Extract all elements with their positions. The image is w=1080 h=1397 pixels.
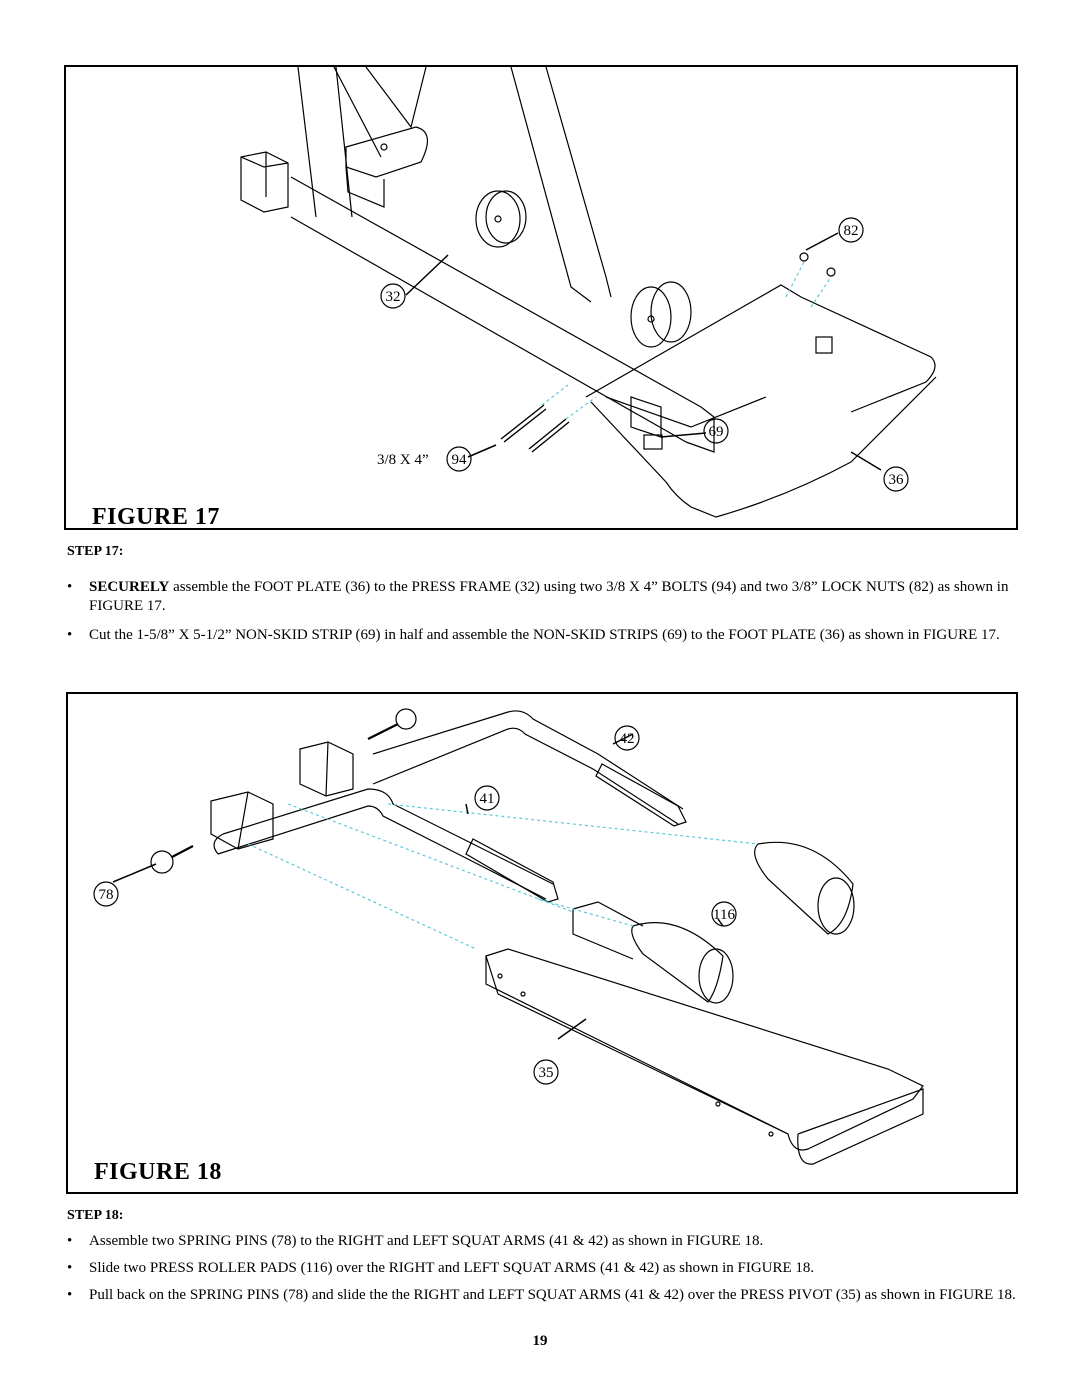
callout-69: 69	[709, 424, 724, 440]
bullet-glyph: •	[67, 1233, 73, 1249]
step-18-bullet-list: • Assemble two SPRING PINS (78) to the R…	[67, 1232, 1022, 1315]
callout-32: 32	[386, 289, 401, 305]
callout-94: 94	[452, 452, 468, 468]
step-17-bullet-1: • SECURELY assemble the FOOT PLATE (36) …	[67, 578, 1022, 616]
figure-18-caption: FIGURE 18	[94, 1159, 222, 1185]
callout-36: 36	[889, 472, 905, 488]
step-17-heading: STEP 17:	[67, 544, 124, 559]
bullet-glyph: •	[67, 1260, 73, 1276]
callout-42: 42	[620, 731, 635, 747]
step-18-heading: STEP 18:	[67, 1208, 124, 1223]
figure-17-box: 82 32 69 94 36 3/8 X 4” FIGURE 17	[64, 65, 1018, 530]
bullet-text: Pull back on the SPRING PINS (78) and sl…	[89, 1287, 1016, 1303]
figure-18-drawing	[93, 708, 924, 1165]
bullet-text: assemble the FOOT PLATE (36) to the PRES…	[89, 579, 1009, 614]
page-number: 19	[532, 1333, 548, 1349]
emphasis-text: SECURELY	[89, 579, 170, 595]
figure-17-caption: FIGURE 17	[92, 504, 220, 530]
callout-78: 78	[99, 887, 114, 903]
bolt-size-label: 3/8 X 4”	[377, 452, 429, 468]
bullet-text: Assemble two SPRING PINS (78) to the RIG…	[89, 1233, 764, 1249]
figure-17-callout-labels: 82 32 69 94 36 3/8 X 4”	[377, 223, 905, 488]
step-18-bullet-1: • Assemble two SPRING PINS (78) to the R…	[67, 1232, 1022, 1251]
callout-41: 41	[480, 791, 495, 807]
callout-35: 35	[539, 1065, 554, 1081]
figure-18-callout-labels: 42 41 78 116 35	[99, 731, 736, 1081]
step-18-bullet-3: • Pull back on the SPRING PINS (78) and …	[67, 1286, 1022, 1305]
step-17-bullet-2: • Cut the 1-5/8” X 5-1/2” NON-SKID STRIP…	[67, 626, 1022, 645]
bullet-text: Slide two PRESS ROLLER PADS (116) over t…	[89, 1260, 815, 1276]
bullet-text: Cut the 1-5/8” X 5-1/2” NON-SKID STRIP (…	[89, 627, 1000, 643]
step-17-bullet-list: • SECURELY assemble the FOOT PLATE (36) …	[67, 578, 1022, 655]
bullet-glyph: •	[67, 579, 73, 595]
bullet-glyph: •	[67, 627, 73, 643]
figure-17-drawing	[240, 67, 937, 518]
bullet-glyph: •	[67, 1287, 73, 1303]
callout-82: 82	[844, 223, 859, 239]
callout-116: 116	[713, 907, 735, 923]
figure-18-box: 42 41 78 116 35 FIGURE 18	[66, 692, 1018, 1194]
step-18-bullet-2: • Slide two PRESS ROLLER PADS (116) over…	[67, 1259, 1022, 1278]
